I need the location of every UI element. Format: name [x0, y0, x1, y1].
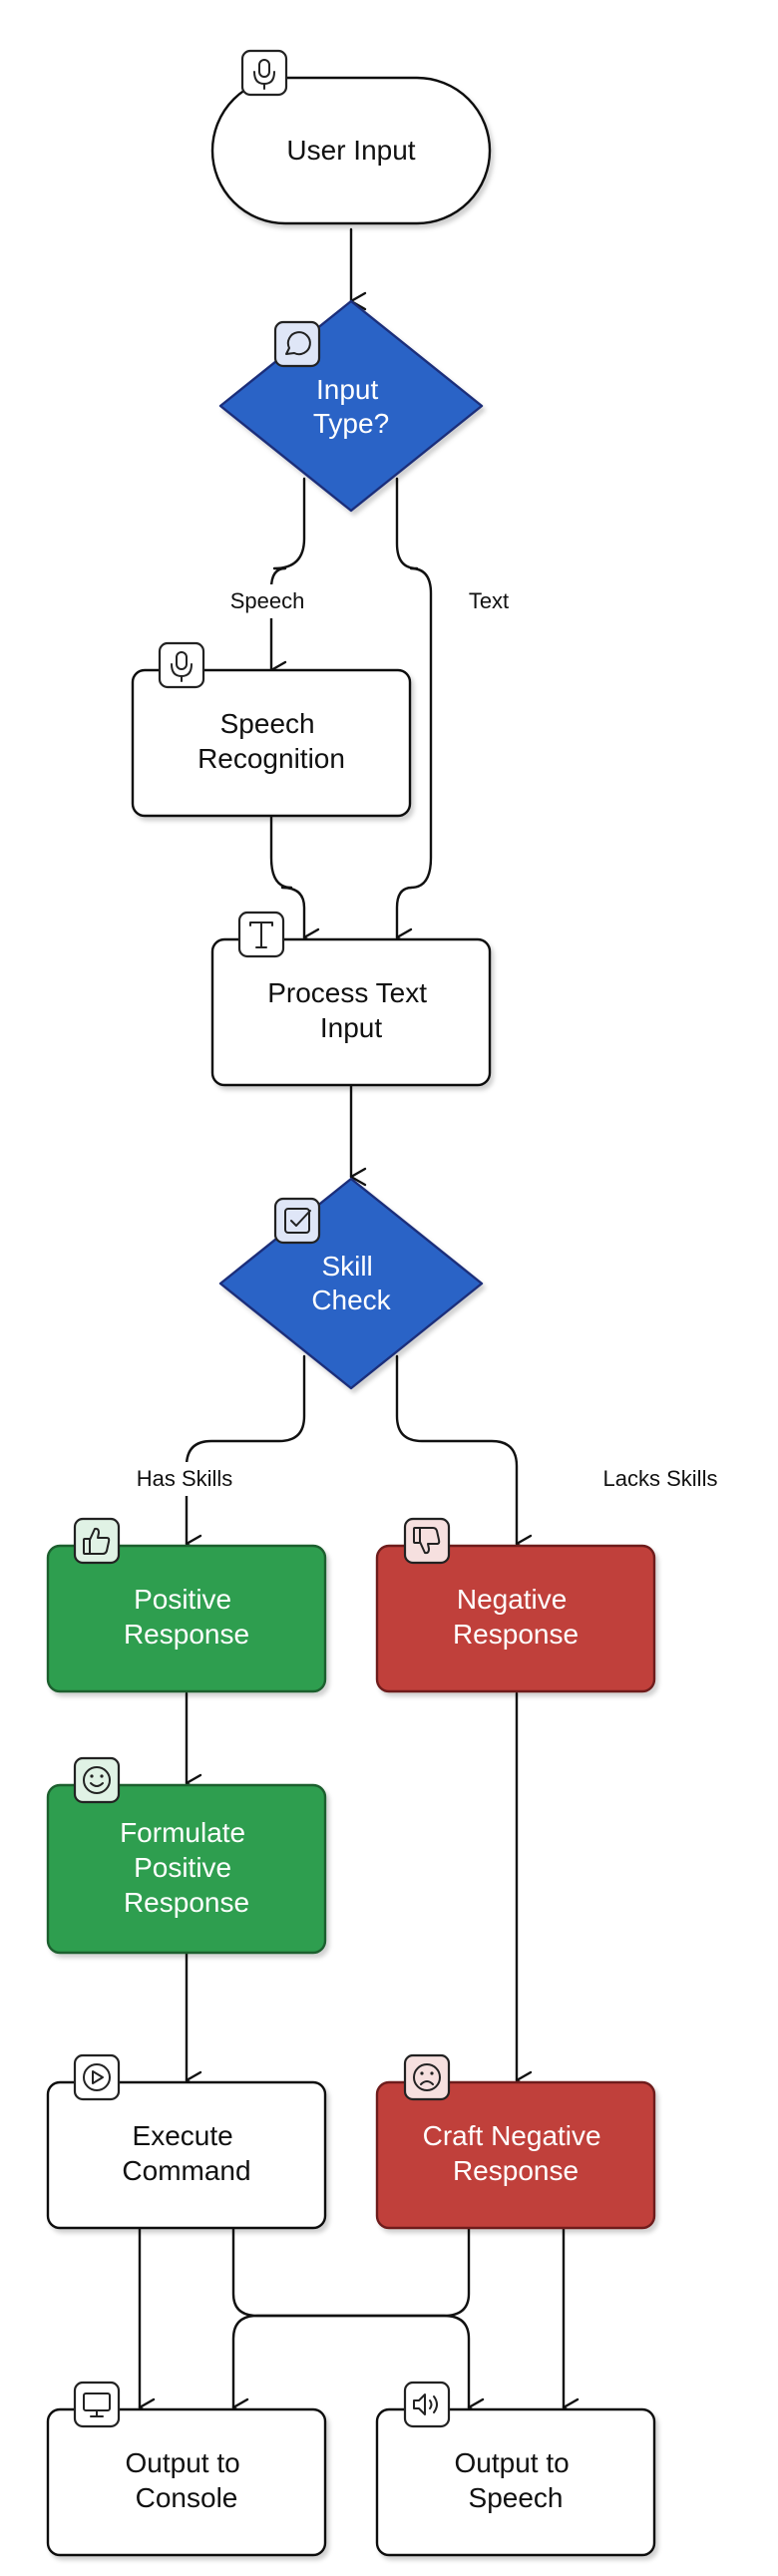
node-speech-recognition: Speech Recognition [131, 668, 412, 818]
node-craft-negative-response: Craft Negative Response [375, 2080, 656, 2230]
node-skill-check: Skill Check [218, 1177, 484, 1390]
edge-skill-check-lacks-skills [395, 1354, 533, 1554]
edge-labels: Speech Text Has Skills Lacks Skills [120, 584, 733, 1496]
edge-label-lacks-skills: Lacks Skills [603, 1466, 718, 1491]
speaker-icon [403, 2381, 451, 2428]
text-icon [237, 911, 285, 958]
node-positive-response: Positive Response [46, 1544, 327, 1693]
node-process-text-input: Process Text Input [210, 937, 492, 1087]
edge-speech-rec-to-process-text [269, 814, 320, 947]
svg-text:User Input: User Input [286, 135, 415, 166]
edge-label-text: Text [469, 588, 509, 613]
frown-icon [403, 2053, 451, 2101]
edge-input-type-text [395, 477, 433, 947]
node-output-to-speech-label: Output to Speech [455, 2447, 578, 2513]
node-negative-response-label: Negative Response [453, 1584, 579, 1650]
edge-label-speech: Speech [230, 588, 305, 613]
chat-bubble-icon [273, 320, 321, 368]
node-skill-check-label: Skill Check [311, 1251, 391, 1315]
node-user-input-label: User Input [286, 135, 415, 166]
microphone-icon [158, 641, 205, 689]
node-user-input: User Input [210, 76, 492, 225]
monitor-icon [73, 2381, 121, 2428]
node-formulate-positive-response-label: Formulate Positive Response [120, 1817, 253, 1918]
edge-craft-to-console [231, 2224, 471, 2417]
node-execute-command-label: Execute Command [122, 2120, 250, 2186]
play-icon [73, 2053, 121, 2101]
node-process-text-input-label: Process Text Input [267, 977, 435, 1043]
edge-skill-check-has-skills [185, 1354, 306, 1554]
node-craft-negative-response-label: Craft Negative Response [423, 2120, 609, 2186]
node-input-type: Input Type? [218, 299, 484, 513]
microphone-icon [240, 49, 288, 97]
node-negative-response: Negative Response [375, 1544, 656, 1693]
node-execute-command: Execute Command [46, 2080, 327, 2230]
edge-input-type-speech [269, 477, 306, 680]
edges [138, 227, 580, 2417]
node-input-type-label: Input Type? [313, 374, 389, 439]
node-positive-response-label: Positive Response [124, 1584, 249, 1650]
node-formulate-positive-response: Formulate Positive Response [46, 1783, 327, 1955]
node-output-to-speech: Output to Speech [375, 2407, 656, 2557]
thumbs-up-icon [73, 1517, 121, 1565]
smile-icon [73, 1756, 121, 1804]
node-output-to-console: Output to Console [46, 2407, 327, 2557]
thumbs-down-icon [403, 1517, 451, 1565]
node-speech-recognition-label: Speech Recognition [197, 708, 345, 774]
checkbox-icon [273, 1197, 321, 1245]
edge-label-has-skills: Has Skills [137, 1466, 233, 1491]
node-output-to-console-label: Output to Console [126, 2447, 248, 2513]
